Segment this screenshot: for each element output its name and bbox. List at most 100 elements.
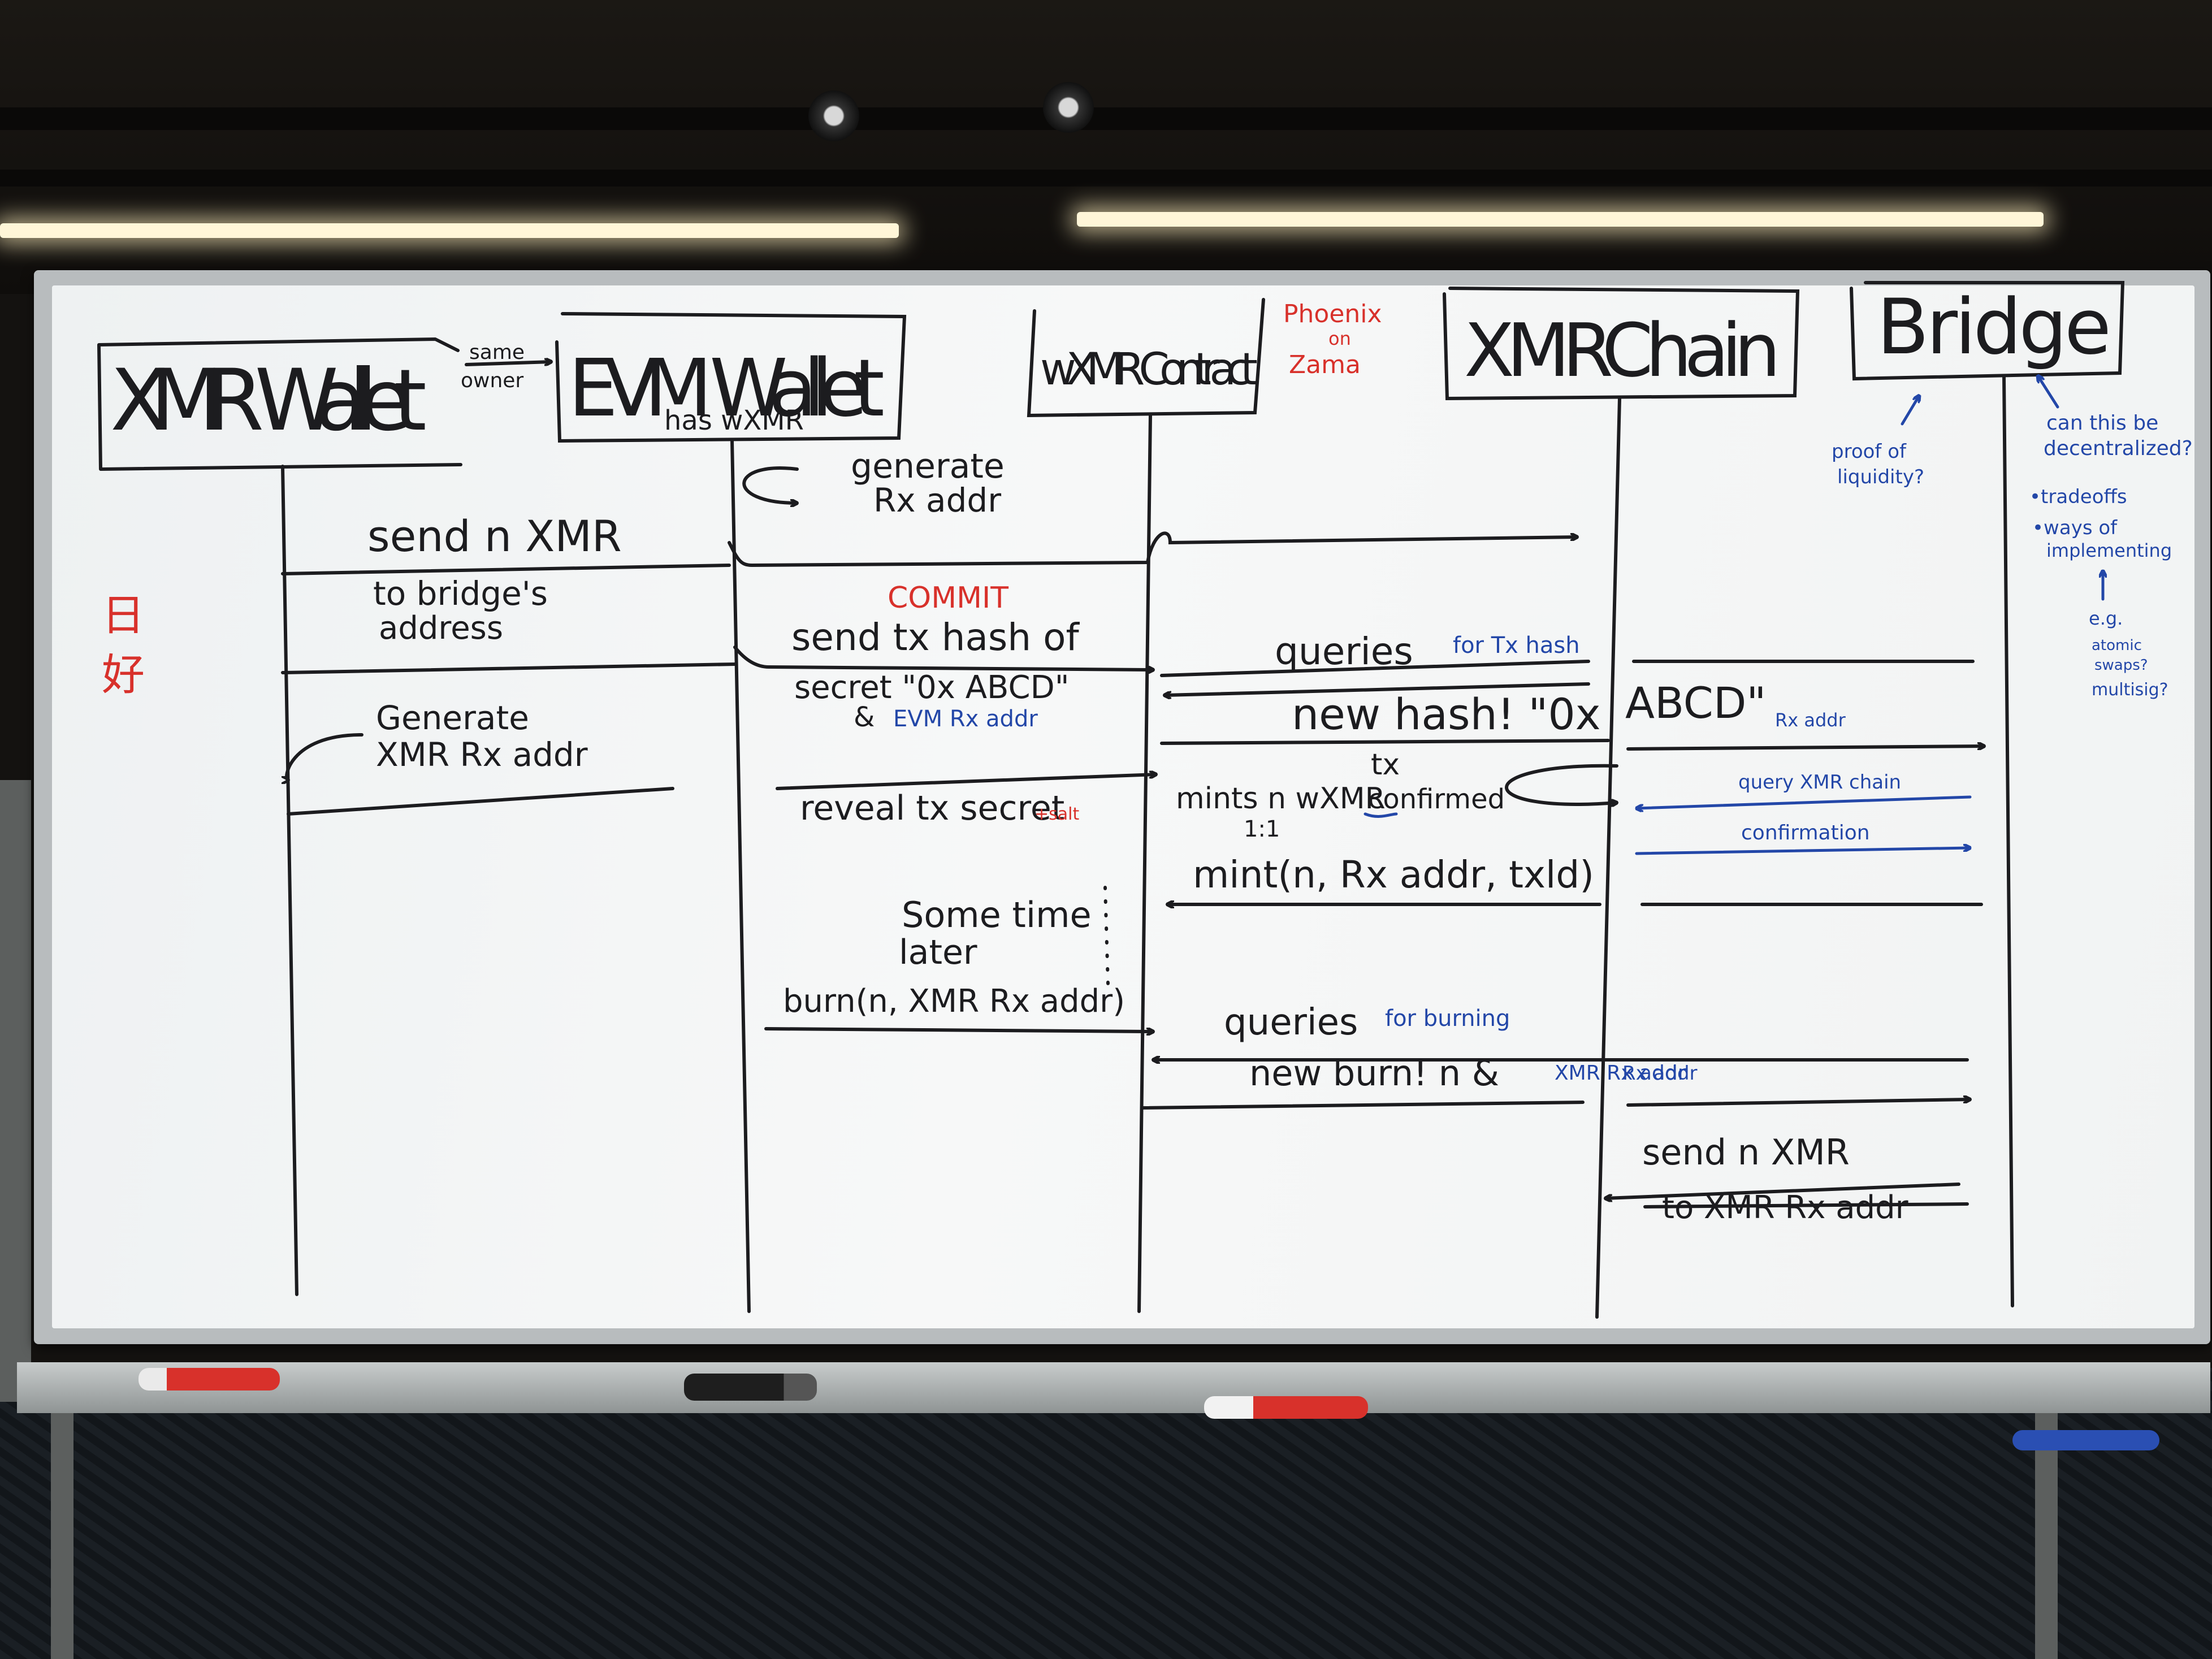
ceiling	[0, 0, 2212, 294]
carpet-floor	[0, 1368, 2212, 1659]
ceiling-beam	[0, 170, 2212, 187]
side-char-1: 日	[102, 590, 145, 640]
tx-conf-2: confirmed	[1368, 783, 1505, 815]
rx-addr-small: Rx addr	[1775, 709, 1846, 731]
red-marker[interactable]	[138, 1368, 280, 1391]
lifeline-xmr-chain	[1595, 397, 1621, 1319]
send-xmr-arrow	[281, 533, 1577, 575]
new-hash-arrow	[1163, 682, 1590, 695]
tx-confirmed-loop	[1505, 764, 1618, 804]
note-owner: owner	[461, 369, 523, 392]
later-1: Some time	[902, 894, 1092, 935]
squiggle	[1363, 812, 1398, 818]
queries-2-note: for burning	[1385, 1006, 1510, 1032]
reveal-arrow	[776, 774, 1158, 790]
send-hash-2: secret "0x ABCD"	[794, 669, 1069, 706]
note-has-wxmr: has wXMR	[664, 405, 804, 436]
participant-xmr-wallet: XMR Wallet	[110, 352, 427, 450]
note-atomic-1: atomic	[2092, 637, 2142, 654]
ceiling-light-strip	[0, 223, 899, 238]
burn-call: burn(n, XMR Rx addr)	[783, 983, 1125, 1020]
self-loop-xmr-wallet	[287, 733, 363, 780]
lifeline-bridge	[2002, 374, 2014, 1307]
burn-to-bridge-arrow	[1140, 1099, 1970, 1110]
queries-1-note: for Tx hash	[1453, 633, 1580, 659]
new-burn: new burn! n &	[1249, 1052, 1499, 1094]
note-decentral-2: decentralized?	[2044, 437, 2193, 460]
stand-leg	[0, 780, 31, 1402]
mint-call: mint(n, Rx addr, txld)	[1193, 853, 1594, 896]
lifeline-evm-wallet	[730, 439, 751, 1313]
gen-rx-1: generate	[851, 447, 1005, 486]
mints-1: mints n wXMR	[1176, 782, 1386, 816]
note-same: same	[469, 341, 525, 364]
participant-bridge: Bridge	[1877, 283, 2111, 371]
xmr-wallet-box	[97, 337, 462, 471]
send-back-1: send n XMR	[1642, 1132, 1850, 1173]
commit-label: COMMIT	[888, 581, 1008, 615]
queries-line	[1160, 660, 1975, 677]
note-ways-2: implementing	[2046, 540, 2172, 561]
abcd: ABCD"	[1625, 678, 1766, 728]
wxmr-contract-box	[1027, 298, 1265, 418]
note-tradeoffs: •tradeoffs	[2029, 486, 2127, 508]
send-hash-arrow	[281, 646, 1153, 673]
send-hash-1: send tx hash of	[791, 616, 1080, 659]
confirmation-label: confirmation	[1741, 821, 1870, 844]
participant-xmr-chain: XMRChain	[1464, 307, 1781, 393]
send-n-3: address	[379, 610, 503, 647]
reveal: reveal tx secret	[800, 789, 1064, 828]
note-ways-1: •ways of	[2032, 517, 2118, 539]
queries-2: queries	[1224, 1002, 1358, 1043]
send-back-underline	[1643, 1202, 1969, 1208]
blue-marker[interactable]	[2012, 1430, 2159, 1450]
gen-xmr-2: XMR Rx addr	[376, 735, 588, 774]
mints-2: 1:1	[1244, 816, 1280, 842]
same-owner-arrow	[465, 362, 553, 366]
participant-wxmr-contract: wXMR Contract	[1040, 344, 1258, 395]
note-zama: Zama	[1289, 350, 1361, 379]
bridge-box	[1850, 281, 2125, 381]
tx-conf-1: tx	[1371, 748, 1400, 782]
lifeline-wxmr-contract	[1137, 414, 1152, 1313]
note-proof-2: liquidity?	[1837, 466, 1924, 488]
note-on: on	[1328, 328, 1351, 349]
proof-arrow	[1901, 396, 1919, 426]
red-marker[interactable]	[1204, 1396, 1368, 1419]
later-2: later	[899, 933, 977, 972]
note-eg: e.g.	[2089, 608, 2123, 629]
lifeline-xmr-wallet	[281, 465, 298, 1296]
xmrchain-box	[1443, 287, 1800, 401]
self-loop-evm	[742, 466, 799, 503]
salt-label: +salt	[1034, 804, 1079, 824]
query-chain-arrow	[1635, 795, 1972, 808]
black-marker[interactable]	[684, 1374, 817, 1401]
new-burn-note: XMR Rx addr	[1555, 1062, 1686, 1085]
marker-tray	[17, 1362, 2210, 1413]
evm-rx-addr: EVM Rx addr	[893, 706, 1038, 732]
note-proof-1: proof of	[1832, 440, 1907, 463]
gen-xmr-underline	[287, 787, 674, 816]
ceiling-beam	[0, 107, 2212, 130]
query-chain-label: query XMR chain	[1738, 771, 1901, 794]
send-n-1: send n XMR	[367, 511, 622, 561]
send-back-2: to XMR Rx addr	[1662, 1189, 1909, 1226]
queries-1: queries	[1275, 630, 1413, 673]
stage-spotlight	[1043, 82, 1094, 133]
evm-wallet-box	[555, 312, 907, 443]
new-hash: new hash! "0x	[1292, 689, 1601, 739]
burn-arrow	[764, 1027, 1155, 1032]
confirmation-arrow	[1635, 848, 1972, 855]
side-char-2: 好	[102, 649, 145, 700]
gen-rx-2: Rx addr	[873, 481, 1001, 519]
decentral-arrow	[2038, 376, 2059, 409]
note-phoenix: Phoenix	[1283, 300, 1382, 328]
sometime-dots	[1103, 886, 1110, 985]
note-atomic-2: swaps?	[2094, 657, 2148, 674]
gen-xmr-1: Generate	[376, 699, 529, 737]
stand-leg	[51, 1402, 73, 1659]
note-multisig: multisig?	[2092, 680, 2168, 700]
rx-addr-arrow	[1160, 740, 1984, 749]
rx-addr-burn: Rx addr	[1622, 1062, 1698, 1085]
